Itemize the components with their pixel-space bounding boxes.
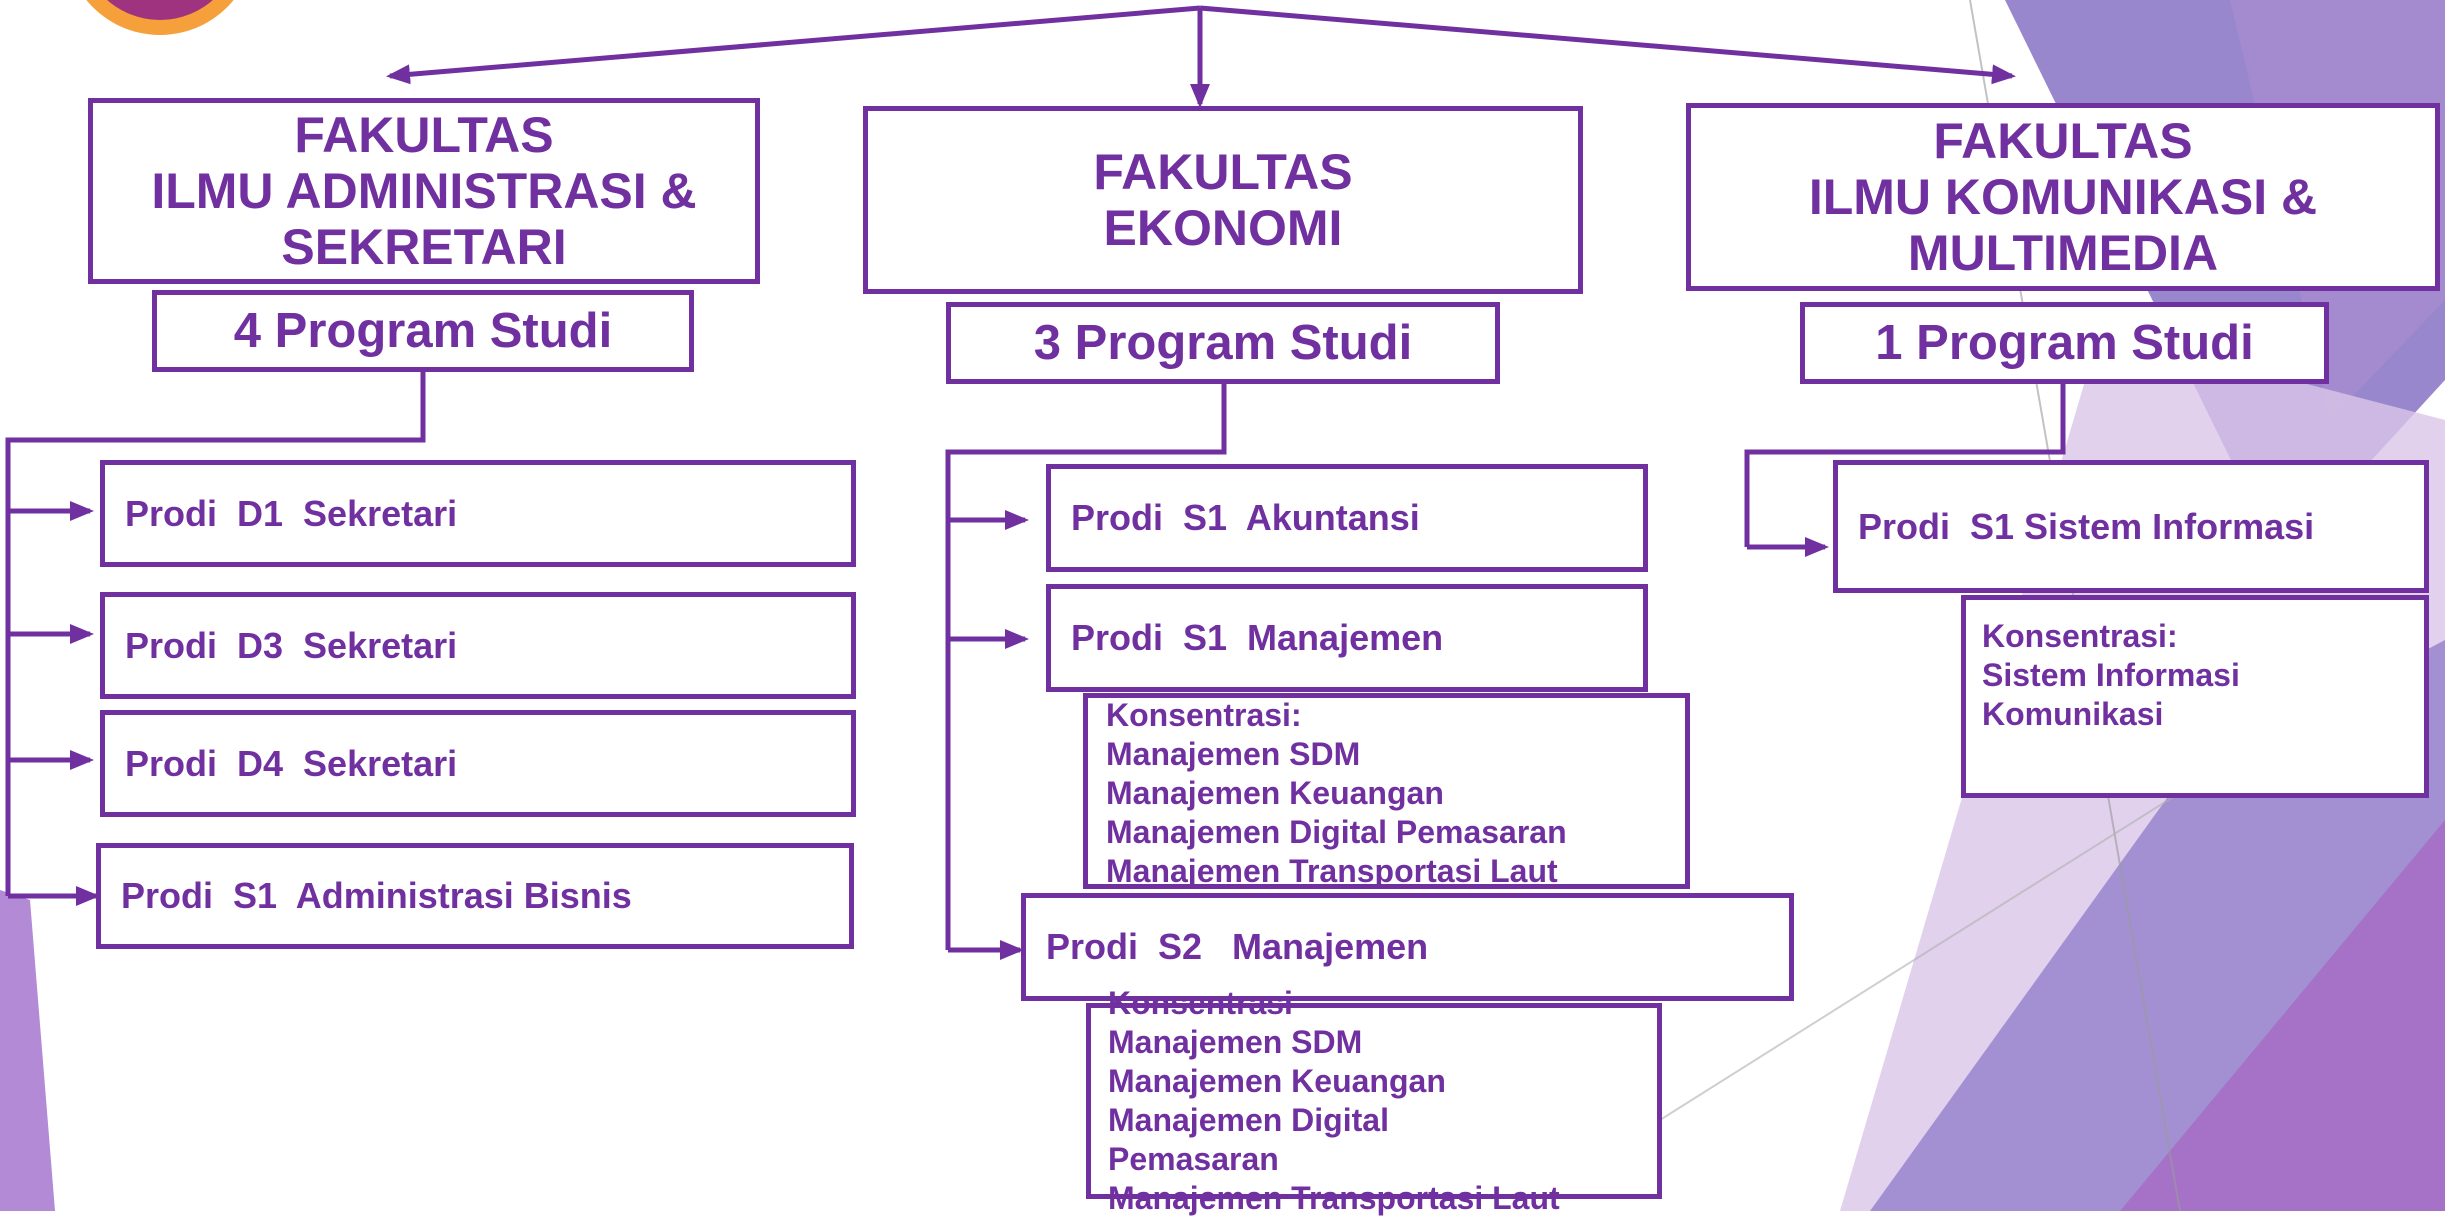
konsentrasi-item: Manajemen Transportasi Laut [1106, 853, 1558, 889]
program-count-administrasi: 4 Program Studi [152, 290, 694, 372]
konsentrasi-item: Konsentrasi: [1982, 618, 2178, 654]
faculty-name-line: FAKULTAS [1933, 113, 2193, 169]
konsentrasi-box-s2-manajemen [1086, 1003, 1662, 1199]
konsentrasi-item: Manajemen Digital [1108, 1102, 1389, 1138]
faculty-name-line: FAKULTAS [1093, 144, 1353, 200]
program-count-komunikasi: 1 Program Studi [1800, 302, 2329, 384]
program-box-d4-sekretari: Prodi D4 Sekretari [100, 710, 856, 817]
konsentrasi-item: Komunikasi [1982, 696, 2164, 732]
konsentrasi-item: Konsentrasi [1108, 985, 1293, 1021]
logo-emblem [107, 0, 213, 20]
faculty-name-line: EKONOMI [1103, 200, 1343, 256]
faculty-name-line: MULTIMEDIA [1907, 225, 2219, 281]
faculty-box-ekonomi: FAKULTAS EKONOMI [863, 106, 1583, 294]
faculty-box-administrasi: FAKULTAS ILMU ADMINISTRASI & SEKRETARI [88, 98, 760, 284]
program-box-s1-akuntansi: Prodi S1 Akuntansi [1046, 464, 1648, 572]
konsentrasi-list-s2-manajemen: Konsentrasi Manajemen SDM Manajemen Keua… [1108, 984, 1560, 1218]
tree-line-faculty-3 [1744, 380, 2066, 547]
program-box-d1-sekretari: Prodi D1 Sekretari [100, 460, 856, 567]
tree-line-faculty-2 [945, 380, 1227, 950]
program-box-s2-manajemen: Prodi S2 Manajemen [1021, 893, 1794, 1001]
program-box-s1-manajemen: Prodi S1 Manajemen [1046, 584, 1648, 692]
program-box-s1-administrasi-bisnis: Prodi S1 Administrasi Bisnis [96, 843, 854, 949]
deco-shape-left [0, 890, 55, 1211]
konsentrasi-item: Sistem Informasi [1982, 657, 2240, 693]
konsentrasi-item: Pemasaran [1108, 1141, 1279, 1177]
arrow-to-faculty-3 [1199, 5, 2016, 85]
konsentrasi-list-sistem-informasi: Konsentrasi: Sistem Informasi Komunikasi [1982, 617, 2240, 734]
konsentrasi-item: Manajemen SDM [1108, 1024, 1363, 1060]
program-box-d3-sekretari: Prodi D3 Sekretari [100, 592, 856, 699]
tree-line-faculty-1 [5, 369, 426, 896]
deco-shape-bottom [2120, 820, 2445, 1211]
konsentrasi-item: Konsentrasi: [1106, 697, 1302, 733]
faculty-name-line: ILMU ADMINISTRASI & [151, 163, 697, 219]
faculty-box-komunikasi: FAKULTAS ILMU KOMUNIKASI & MULTIMEDIA [1686, 103, 2440, 291]
konsentrasi-box-s1-manajemen [1083, 693, 1690, 889]
konsentrasi-box-sistem-informasi [1961, 595, 2429, 798]
faculty-name-line: SEKRETARI [281, 219, 567, 275]
konsentrasi-item: Manajemen Digital Pemasaran [1106, 814, 1567, 850]
deco-line-thin [1659, 779, 2201, 1121]
konsentrasi-list-s1-manajemen: Konsentrasi: Manajemen SDM Manajemen Keu… [1106, 696, 1567, 891]
arrow-to-faculty-1 [386, 5, 1201, 85]
konsentrasi-item: Manajemen Transportasi Laut [1108, 1180, 1560, 1216]
program-box-s1-sistem-informasi: Prodi S1 Sistem Informasi [1833, 460, 2429, 593]
program-count-ekonomi: 3 Program Studi [946, 302, 1500, 384]
faculty-name-line: ILMU KOMUNIKASI & [1808, 169, 2318, 225]
konsentrasi-item: Manajemen Keuangan [1108, 1063, 1446, 1099]
faculty-name-line: FAKULTAS [294, 107, 554, 163]
konsentrasi-item: Manajemen SDM [1106, 736, 1361, 772]
konsentrasi-item: Manajemen Keuangan [1106, 775, 1444, 811]
